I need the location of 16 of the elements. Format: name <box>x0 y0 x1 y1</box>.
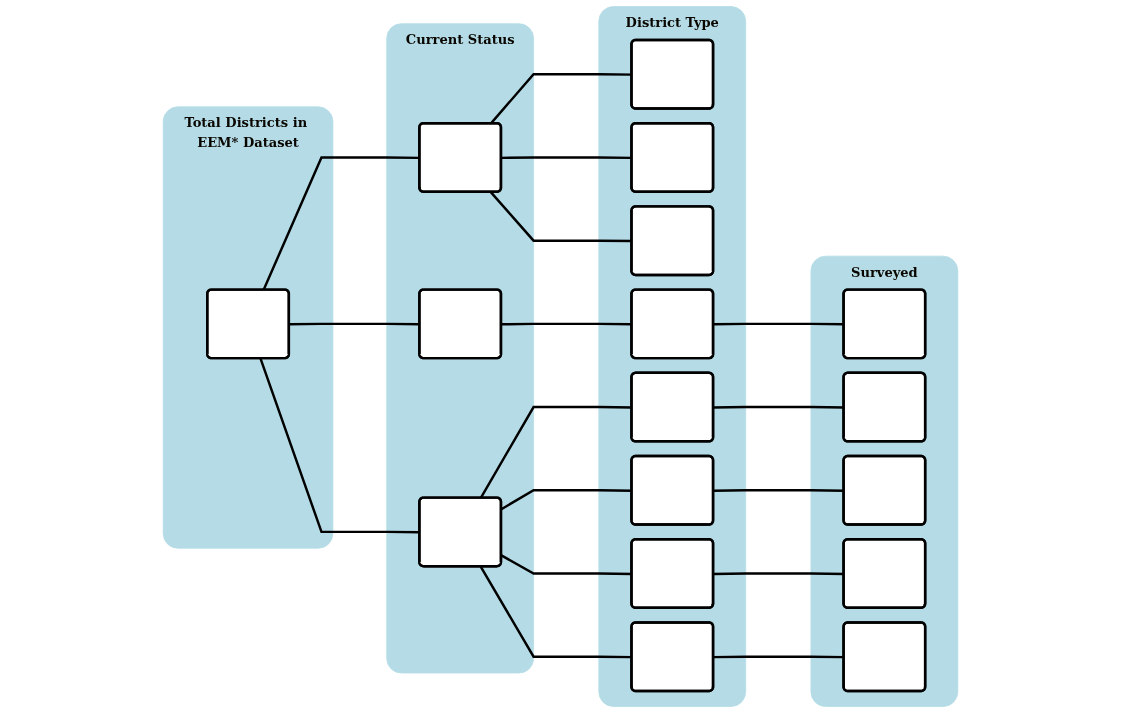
connector <box>489 191 632 243</box>
connector <box>713 489 844 492</box>
cluster: District Type <box>598 6 747 707</box>
connector <box>501 156 632 160</box>
connector <box>713 405 844 409</box>
connector <box>713 572 844 576</box>
connector <box>501 322 632 326</box>
cluster: Current Status <box>386 23 534 674</box>
cluster: Surveyed <box>810 255 959 707</box>
connector <box>500 489 632 511</box>
connector <box>713 655 844 659</box>
connector <box>500 554 632 576</box>
connector <box>289 322 420 326</box>
connector <box>259 358 420 534</box>
connector <box>713 322 844 326</box>
cluster: Total Districts in EEM* Dataset <box>162 106 334 549</box>
